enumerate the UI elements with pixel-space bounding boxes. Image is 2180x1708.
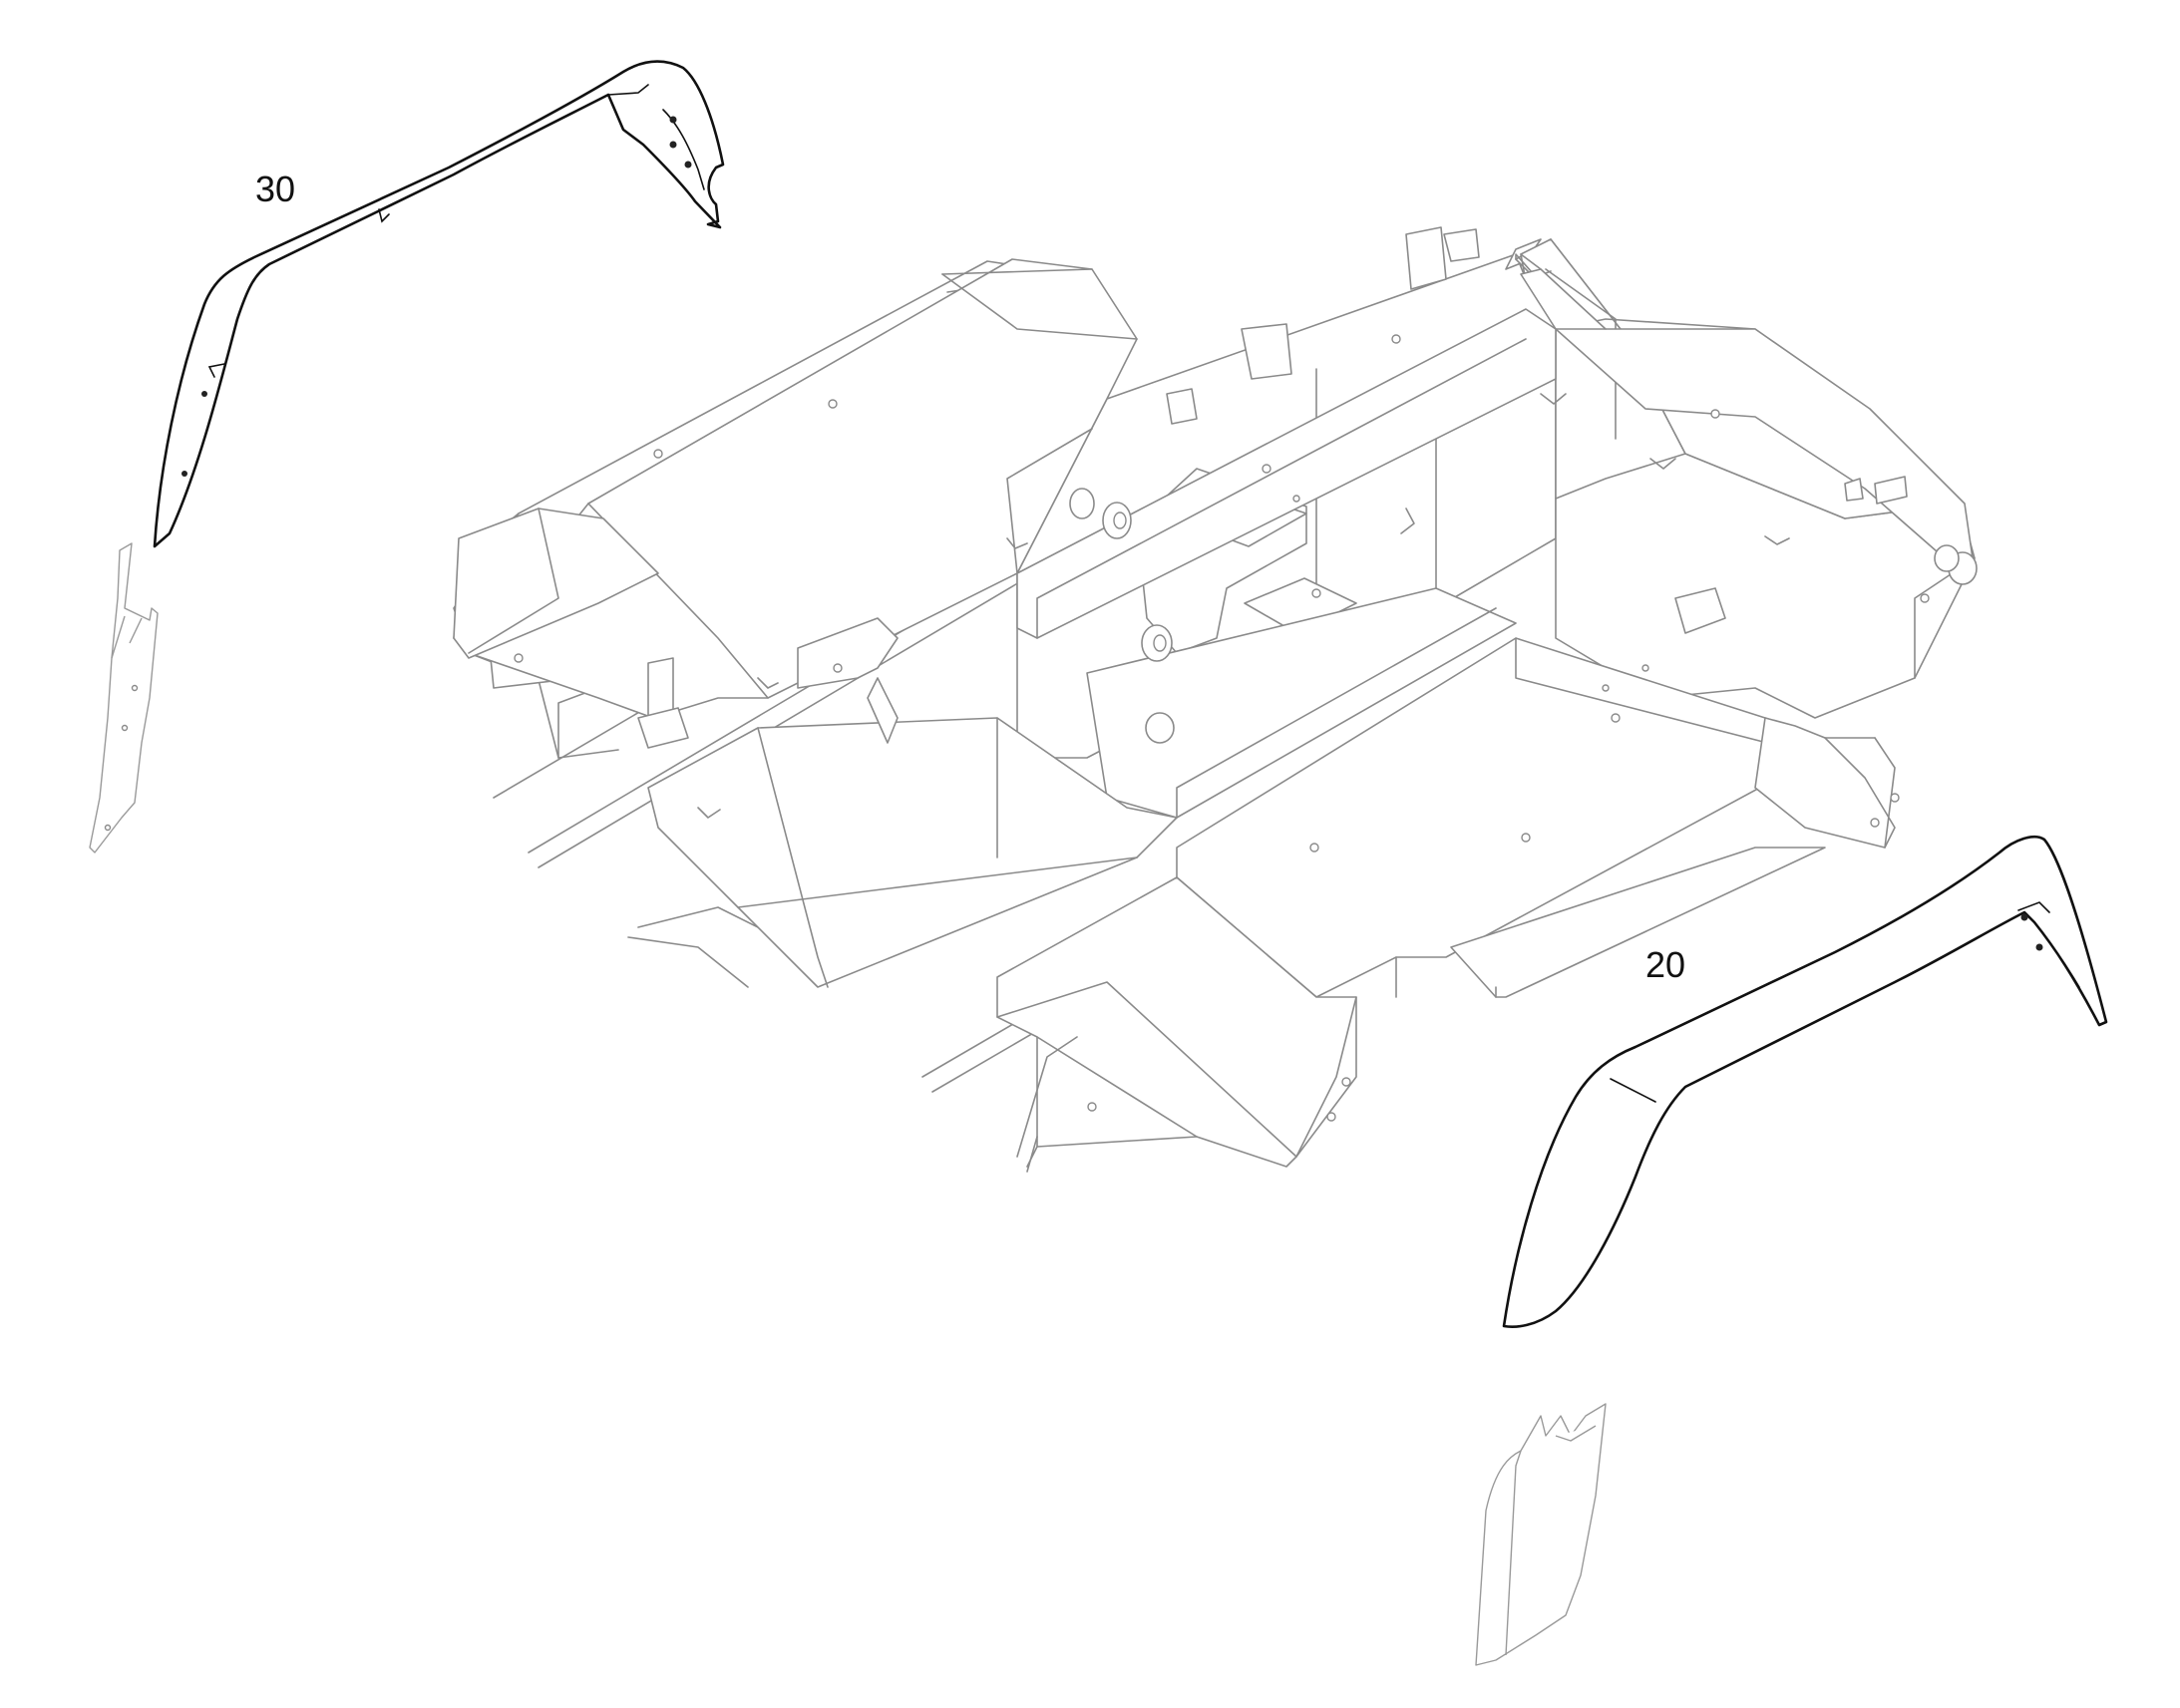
left-ghost-mount-bracket — [89, 542, 159, 854]
right-ghost-mount-bracket — [1475, 1403, 1607, 1666]
callout-label-30: 30 — [255, 169, 296, 209]
callout-label-20: 20 — [1645, 944, 1686, 985]
chassis-frame — [453, 226, 1978, 1173]
part-30-left-fender — [153, 60, 725, 548]
part-20-right-fender — [1502, 835, 2108, 1328]
